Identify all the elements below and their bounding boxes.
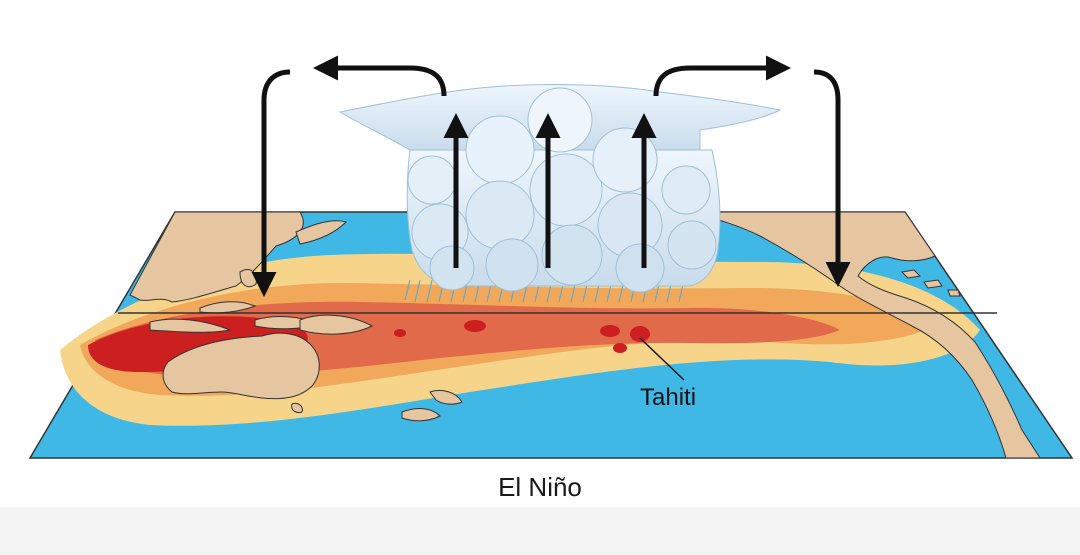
australia-landmass <box>162 332 320 400</box>
americas-landmass <box>689 211 1041 459</box>
hot-spot <box>613 343 627 353</box>
tasmania-island <box>291 403 303 413</box>
tahiti-leader-line <box>639 337 685 381</box>
upper-flow-arrow-east <box>653 55 791 97</box>
descending-air-arrow-east <box>813 69 851 287</box>
hot-spot <box>394 329 406 337</box>
new-guinea <box>299 314 374 335</box>
hot-spot <box>464 320 486 332</box>
japan-island <box>295 220 347 245</box>
walker-circulation-illustration: Tahiti <box>28 55 1074 459</box>
hot-spot <box>600 325 620 337</box>
new-zealand-islands <box>401 389 463 422</box>
descending-air-arrow-west <box>251 69 291 297</box>
tahiti-label: Tahiti <box>640 384 696 411</box>
bottom-band <box>0 507 1080 555</box>
diagram-caption: El Niño <box>498 472 582 502</box>
asia-landmass <box>129 211 304 303</box>
caribbean-islands <box>900 269 961 297</box>
upper-flow-arrow-west <box>313 55 447 97</box>
hot-spot <box>630 326 650 342</box>
